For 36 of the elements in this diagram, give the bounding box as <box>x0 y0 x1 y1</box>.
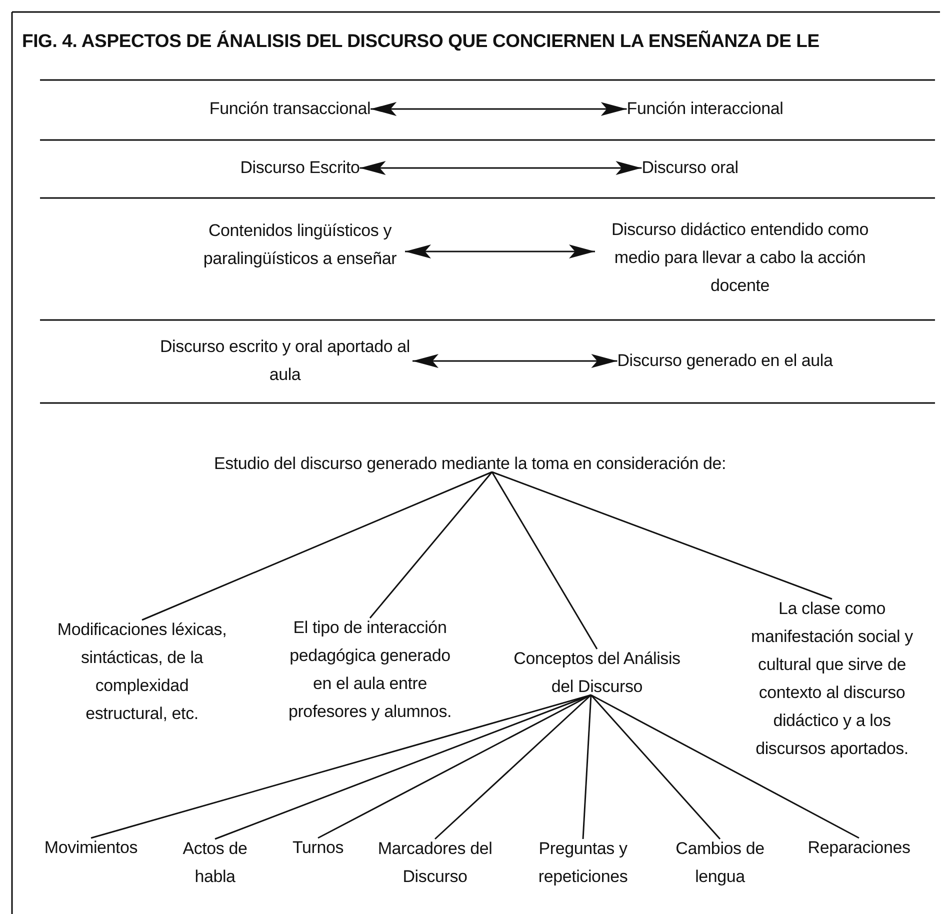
double-arrow <box>405 244 595 258</box>
node-text: Discurso escrito y oral aportado al aula <box>158 333 412 389</box>
node-text: Función interaccional <box>626 95 784 123</box>
connector-line <box>590 694 721 840</box>
connector-line <box>318 694 592 839</box>
node-text: Discurso oral <box>642 154 738 182</box>
node-text: Preguntas y repeticiones <box>523 835 643 891</box>
connector-line <box>590 694 860 839</box>
node-text: Discurso generado en el aula <box>617 347 833 375</box>
node-text: El tipo de interacción pedagógica generado en el aula entre profesores y alumnos. <box>282 614 458 726</box>
node-text: Modificaciones léxicas, sintácticas, de la complexidad estructural, etc. <box>57 616 227 728</box>
connector-line <box>491 472 598 650</box>
connector-line <box>492 471 832 600</box>
node-text: Conceptos del Análisis del Discurso <box>512 645 682 701</box>
connector-line <box>582 694 592 840</box>
node-text: Discurso didáctico entendido como medio para llevar a cabo la acción docente <box>595 216 885 300</box>
node-text: Turnos <box>292 834 344 862</box>
figure-title: FIG. 4. ASPECTOS DE ÁNALISIS DEL DISCURSO QUE CONCIERNEN LA ENSEÑANZA DE LE <box>22 30 820 52</box>
node-text: Estudio del discurso generado mediante la toma en consideración de: <box>214 450 726 478</box>
connector-line <box>142 471 492 621</box>
double-arrow <box>412 354 618 368</box>
connector-line <box>214 694 592 840</box>
connector-line <box>369 472 493 618</box>
node-text: Movimientos <box>44 834 138 862</box>
double-arrow <box>370 102 627 116</box>
node-text: Actos de habla <box>180 835 250 891</box>
node-text: Cambios de lengua <box>675 835 765 891</box>
node-text: Contenidos lingüísticos y paralingüísticos a enseñar <box>195 217 405 273</box>
node-text: La clase como manifestación social y cultural que sirve de contexto al discurso didáctico y a los discursos aportados. <box>744 595 920 763</box>
node-text: Reparaciones <box>808 834 910 862</box>
connector-line <box>434 694 592 840</box>
connector-line <box>90 694 592 839</box>
node-text: Marcadores del Discurso <box>375 835 495 891</box>
node-text: Discurso Escrito <box>240 154 360 182</box>
double-arrow <box>360 161 642 175</box>
node-text: Función transaccional <box>209 95 371 123</box>
